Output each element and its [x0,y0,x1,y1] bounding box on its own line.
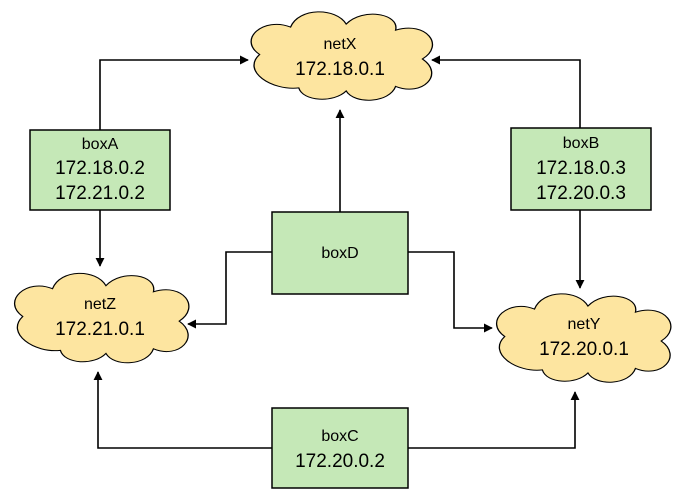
connector-boxC-netY [408,391,580,449]
cloud-netZ-ip: 172.21.0.1 [55,319,145,340]
connector-boxD-netY [408,251,493,333]
box-boxC: boxC 172.20.0.2 [271,407,409,489]
box-boxA-ip: 172.18.0.2 [55,158,145,179]
box-boxD-name: boxD [321,245,358,262]
connectors [93,55,585,449]
cloud-netY-name: netY [568,316,601,333]
box-boxA: boxA 172.18.0.2 172.21.0.2 [29,129,171,211]
box-boxB-ip: 172.18.0.3 [536,158,626,179]
connector-boxC-netZ [93,371,272,449]
box-boxC-ip: 172.20.0.2 [295,451,385,472]
cloud-netX-name: netX [324,36,357,53]
box-boxA-name: boxA [82,136,119,153]
connector-boxD-netZ [187,251,272,329]
box-boxA-ip: 172.21.0.2 [55,183,145,204]
cloud-netZ-name: netZ [84,296,116,313]
box-boxB-ip: 172.20.0.3 [536,183,626,204]
cloud-netX-ip: 172.18.0.1 [295,59,385,80]
cloud-netZ: netZ 172.21.0.1 [13,272,190,364]
box-boxD: boxD [271,211,409,295]
connector-boxB-netX [431,55,581,128]
cloud-netY: netY 172.20.0.1 [495,293,672,383]
cloud-netX: netX 172.18.0.1 [250,11,434,101]
cloud-netY-ip: 172.20.0.1 [539,339,629,360]
box-boxC-name: boxC [321,428,358,445]
box-boxB-name: boxB [563,135,599,152]
box-boxB: boxB 172.18.0.3 172.20.0.3 [510,127,652,211]
connector-boxA-netX [99,55,249,130]
